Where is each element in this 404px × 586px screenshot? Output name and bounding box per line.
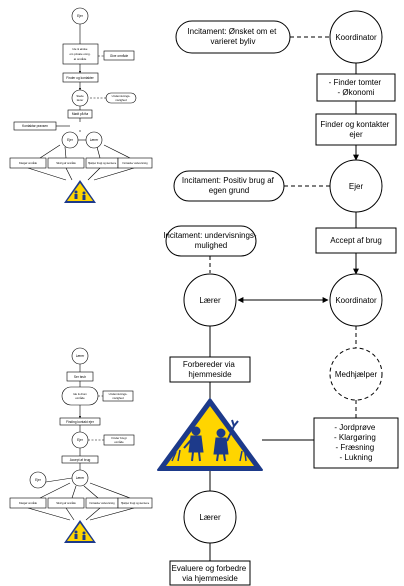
- thumb-bottom-row-1: Klargør område: [19, 501, 38, 505]
- main-diagram: Incitament: Ønsket om et varieret byliv …: [157, 10, 399, 586]
- thumb-top-circle2-line1: Stede: [76, 94, 84, 98]
- ejer-node: Ejer: [329, 159, 383, 213]
- task-fraesning: - Fræsning: [336, 443, 375, 452]
- svg-text:- Jordprøve - Klargøri: - Jordprøve - Klargøring - Fræsning - Lu…: [334, 423, 378, 462]
- thumb-top-row-3: Hjælper brugt og stemtene: [88, 162, 117, 165]
- forbereder-line-1: Forbereder via: [183, 360, 236, 369]
- thumb-top-row-4: Fortsætte/ undervisning: [122, 162, 148, 165]
- children-warning-icon: [157, 398, 263, 471]
- evaluere-line-2: via hjemmeside: [182, 574, 238, 583]
- laerer-1-label: Lærer: [199, 296, 221, 305]
- tasks-node: - Jordprøve - Klargøring - Fræsning - Lu…: [313, 417, 399, 469]
- incitament-3-node: Incitament: undervisnings- mulighed: [163, 225, 259, 257]
- svg-text:Incitament: Ønsket om et: Incitament: Ønsket om et varieret byliv: [187, 27, 278, 46]
- svg-text:Incitament: Positiv brug af: Incitament: Positiv brug af egen grund: [182, 176, 276, 195]
- svg-text:Finder og kontakter ej: Finder og kontakter ejer: [320, 120, 391, 139]
- thumb-top-ejer: Ejer: [77, 14, 84, 18]
- medhjaelper-label: Medhjælper: [335, 370, 378, 379]
- svg-text:- Finder tomter - Økon: - Finder tomter - Økonomi: [329, 78, 384, 97]
- thumb-bottom-box2-line1: Ide & drom: [73, 392, 87, 396]
- thumb-top-box1-line1: Ide & ønske: [73, 47, 88, 51]
- accept-label: Accept af brug: [330, 236, 382, 245]
- medhjaelper-node: Medhjælper: [329, 347, 383, 401]
- thumb-bottom-side2-line1: Finder brugt: [111, 436, 126, 440]
- thumb-bottom-side1-line1: Undervisnings-: [109, 392, 128, 396]
- thumb-top-box1-line3: at område: [74, 57, 87, 61]
- incitament-3-line-2: mulighed: [195, 241, 227, 250]
- svg-text:Evaluere og forbedre v: Evaluere og forbedre via hjemmeside: [172, 564, 249, 583]
- thumb-top-row-2: Stivrig af område: [56, 161, 76, 165]
- thumb-bottom-box2-line2: område: [75, 396, 85, 400]
- thumb-bottom-box1: Ser bruh: [74, 375, 86, 379]
- thumb-top-box3: Mødt på ftø: [72, 112, 88, 116]
- svg-text:Forbereder via hjemmes: Forbereder via hjemmeside: [183, 360, 237, 379]
- thumb-top-circle2-line2: lærer: [77, 98, 84, 102]
- laerer-2-node: Lærer: [183, 490, 237, 544]
- thumb-top-ejer2: Ejer: [67, 138, 74, 142]
- thumb-top-laerer: Lærer: [90, 138, 99, 142]
- thumb-bottom-ejer2: Ejer: [35, 478, 42, 482]
- thumb-bottom-row-3: Fortsætte/ undervisning: [89, 502, 115, 505]
- thumb-bottom-row-2: Stivrig af område: [56, 501, 76, 505]
- finder-tomter-node: - Finder tomter - Økonomi: [316, 73, 396, 102]
- thumb-top-side2-line2: mulighed: [115, 98, 127, 102]
- thumb-bottom-box3: Finding kontakt ejer: [66, 420, 95, 424]
- finder-tomter-line-2: - Økonomi: [338, 88, 375, 97]
- incitament-1-node: Incitament: Ønsket om et varieret byliv: [175, 20, 291, 54]
- thumb-top-side2-line1: Undervisnings-: [112, 94, 131, 98]
- finder-kontakter-node: Finder og kontakter ejer: [315, 113, 397, 146]
- thumb-bottom-ejer: Ejer: [77, 438, 84, 442]
- task-jordproeve: - Jordprøve: [334, 423, 375, 432]
- svg-text:Undervisnings-mulighed: Undervisnings-mulighed: [112, 94, 131, 102]
- thumb-bottom-side2-line2: område: [114, 440, 124, 444]
- thumb-bottom-box4: Accept af brug: [70, 458, 91, 462]
- finder-tomter-line-1: - Finder tomter: [329, 78, 382, 87]
- thumb-top-box4: Kontaktar praxsen: [22, 124, 48, 128]
- main-connectors: [209, 36, 359, 561]
- incitament-2-line-1: Incitament: Positiv brug af: [182, 176, 275, 185]
- task-lukning: - Lukning: [340, 453, 373, 462]
- incitament-2-node: Incitament: Positiv brug af egen grund: [173, 170, 285, 202]
- thumb-bottom-laerer: Lærer: [76, 354, 85, 358]
- thumb-top-side1: Give område: [110, 54, 128, 58]
- finder-kontakter-line-1: Finder og kontakter: [320, 120, 389, 129]
- ejer-label: Ejer: [349, 182, 364, 191]
- laerer-1-node: Lærer: [183, 273, 237, 327]
- forbereder-line-2: hjemmeside: [188, 370, 232, 379]
- evaluere-line-1: Evaluere og forbedre: [172, 564, 247, 573]
- thumb-top-box1-line2: om private omrg.: [70, 52, 91, 56]
- thumb-bottom-row-4: Hjælper brugt og stemtene: [121, 502, 150, 505]
- svg-text:Undervisnings-mulighed: Undervisnings-mulighed: [109, 392, 128, 400]
- coordinator-top-label: Koordinator: [335, 33, 377, 42]
- accept-node: Accept af brug: [315, 227, 397, 254]
- thumb-bottom-side1-line2: mulighed: [112, 396, 124, 400]
- svg-text:Incitament: undervisnings-: Incitament: undervisnings- mulighed: [163, 231, 259, 250]
- coordinator-top-node: Koordinator: [329, 10, 383, 64]
- thumb-bottom-laerer2: Lærer: [76, 476, 85, 480]
- finder-kontakter-line-2: ejer: [349, 130, 363, 139]
- thumb-top-box2: Finder og kontakter: [66, 76, 94, 80]
- thumb-top-row-1: Klargør område: [19, 161, 38, 165]
- forbereder-node: Forbereder via hjemmeside: [169, 356, 251, 383]
- coordinator-mid-node: Koordinator: [329, 273, 383, 327]
- thumb-bottom-warning-icon: [64, 520, 96, 543]
- laerer-2-label: Lærer: [199, 513, 221, 522]
- evaluere-node: Evaluere og forbedre via hjemmeside: [169, 560, 251, 586]
- incitament-2-line-2: egen grund: [209, 186, 249, 195]
- incitament-1-line-1: Incitament: Ønsket om et: [187, 27, 277, 36]
- incitament-1-line-2: varieret byliv: [211, 37, 256, 46]
- incitament-3-line-1: Incitament: undervisnings-: [163, 231, 257, 240]
- coordinator-mid-label: Koordinator: [335, 296, 377, 305]
- task-klargoering: - Klargøring: [334, 433, 376, 442]
- thumb-top-warning-icon: [64, 180, 96, 203]
